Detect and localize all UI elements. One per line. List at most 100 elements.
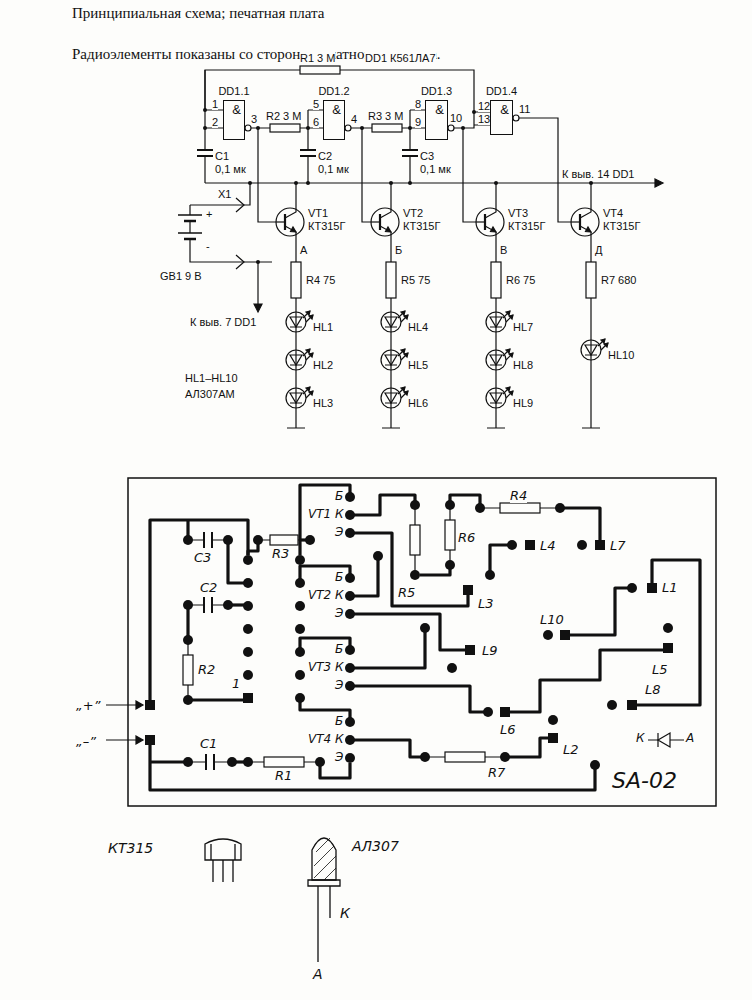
board-label: SA-02 (612, 768, 677, 793)
round-pads (295, 578, 305, 588)
schematic-label: HL2 (313, 359, 333, 371)
board-label: К (335, 732, 344, 746)
copper-traces (350, 614, 465, 650)
square-pads (548, 733, 558, 743)
schematic-label: C3 (420, 150, 434, 162)
round-pads (447, 663, 457, 673)
round-pads (345, 591, 355, 601)
schematic-label: 8 (415, 98, 421, 110)
component-outlines (445, 520, 455, 550)
schematic-label: 6 (313, 116, 319, 128)
junction-dots (360, 126, 364, 130)
round-pads (183, 635, 193, 645)
board-label: L3 (478, 596, 494, 611)
round-pads (243, 647, 253, 657)
round-pads (183, 600, 193, 610)
gate-name: DD1.3 (421, 86, 452, 97)
board-label: Э (335, 525, 343, 539)
component-outlines (106, 705, 140, 740)
schematic-label: HL4 (408, 321, 428, 333)
schematic-label: R3 3 M (368, 110, 403, 122)
schematic-label: HL1 (313, 321, 333, 333)
component-outlines (414, 505, 415, 575)
square-pads (145, 540, 673, 745)
board-label: R7 (488, 765, 505, 780)
schematic-label: 12 (478, 100, 490, 112)
round-pads (345, 528, 355, 538)
round-pads (607, 700, 617, 710)
schematic-label: DD1 К561ЛА7 (365, 52, 436, 64)
round-pads (295, 555, 305, 565)
schematic-wires (362, 128, 371, 222)
round-pads (345, 645, 355, 655)
component-outlines (258, 539, 310, 540)
junction-dots (589, 181, 593, 185)
schematic-label: 9 (415, 116, 421, 128)
schematic-label: 0,1 мк (318, 163, 349, 175)
board-label: Б (335, 714, 343, 728)
round-pads (373, 551, 383, 561)
round-pads (243, 601, 253, 611)
schematic-wires (300, 66, 340, 74)
round-pads (315, 757, 325, 767)
junction-dots (248, 181, 252, 185)
board-label: К (335, 588, 344, 602)
schematic-label: 2 (212, 116, 218, 128)
round-pads (420, 752, 430, 762)
schematic-wires (286, 387, 313, 408)
round-pads (183, 757, 193, 767)
schematic-wires (448, 125, 454, 131)
schematic-wires (197, 150, 213, 156)
round-pads (295, 693, 305, 703)
component-outlines (264, 757, 304, 767)
schematic-label: VT4 (603, 207, 623, 219)
junction-dots (256, 260, 260, 264)
board-label: VT4 (308, 732, 331, 746)
copper-traces (632, 560, 700, 705)
round-pads (483, 707, 493, 717)
square-pads (525, 540, 535, 550)
schematic-wires (296, 183, 591, 208)
schematic-wires (184, 221, 196, 239)
gate-name: DD1.4 (486, 86, 517, 97)
schematic-wires (486, 349, 513, 370)
copper-traces (300, 485, 350, 555)
copper-traces (350, 495, 415, 515)
round-pads (420, 623, 430, 633)
board-label: А (686, 731, 694, 745)
schematic-label: 1 (212, 98, 218, 110)
round-pads (445, 560, 455, 570)
component-outlines (410, 525, 420, 555)
component-outlines (648, 733, 684, 747)
copper-traces (490, 545, 512, 575)
round-pads (295, 647, 305, 657)
schematic-label: HL6 (408, 397, 428, 409)
schematic-label: 0,1 мк (215, 163, 246, 175)
schematic-wires (257, 262, 258, 306)
schematic-label: 0,1 мк (420, 163, 451, 175)
round-pads (183, 535, 193, 545)
junction-dots (408, 181, 412, 185)
round-pads (223, 600, 233, 610)
copper-traces (560, 508, 600, 545)
square-pads (463, 585, 473, 595)
board-label: Э (335, 678, 343, 692)
schematic-label: В (500, 244, 507, 256)
schematic-wires (381, 311, 408, 332)
board-label: L10 (540, 612, 564, 627)
schematic-label: Б (395, 244, 402, 256)
board-label: C1 (200, 736, 217, 751)
junction-dots (294, 181, 298, 185)
schematic-label: - (206, 240, 210, 252)
component-outlines (136, 701, 143, 744)
part-sketches (205, 838, 340, 962)
board-label: R4 (510, 488, 527, 503)
schematic-label: HL8 (513, 359, 533, 371)
part-sketches (211, 844, 235, 860)
board-label: L5 (652, 662, 668, 677)
schematic-label: АЛ307АМ (185, 388, 235, 400)
board-label: Э (335, 606, 343, 620)
gate-symbol: & (232, 103, 241, 116)
board-label: Э (335, 750, 343, 764)
round-pads (295, 624, 305, 634)
